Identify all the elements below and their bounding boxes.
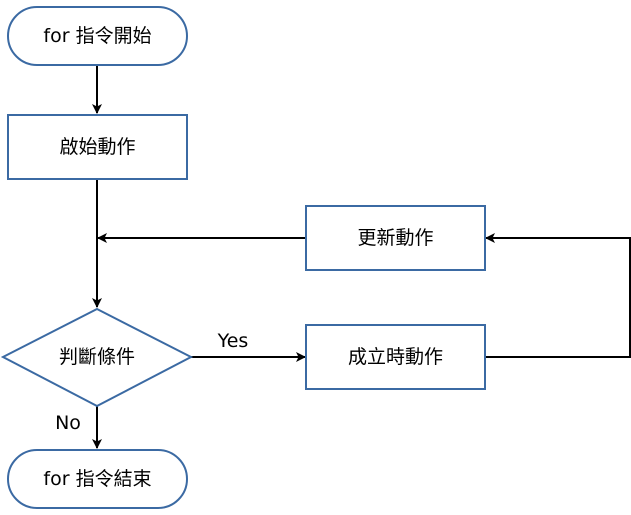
node-init: 啟始動作 [7,114,188,180]
node-end-label: for 指令結束 [43,468,151,490]
node-update-shape [305,205,486,271]
node-update: 更新動作 [305,205,486,271]
edges [92,65,631,449]
node-init-label: 啟始動作 [59,136,135,158]
node-start-shape [7,6,188,66]
node-start-label: for 指令開始 [43,25,151,47]
node-condition-label: 判斷條件 [59,346,135,368]
node-end: for 指令結束 [7,449,188,509]
node-init-shape [7,114,188,180]
edge-yes-label: Yes [217,330,249,352]
node-action-label: 成立時動作 [348,346,443,368]
node-end-shape [7,449,188,509]
node-action: 成立時動作 [305,324,486,390]
edge-action-to-update [485,233,631,358]
edge-no-label: No [55,412,81,434]
node-start: for 指令開始 [7,6,188,66]
node-condition: 判斷條件 [0,307,194,408]
node-action-shape [305,324,486,390]
node-condition-shape [0,307,194,408]
node-update-label: 更新動作 [357,227,433,249]
